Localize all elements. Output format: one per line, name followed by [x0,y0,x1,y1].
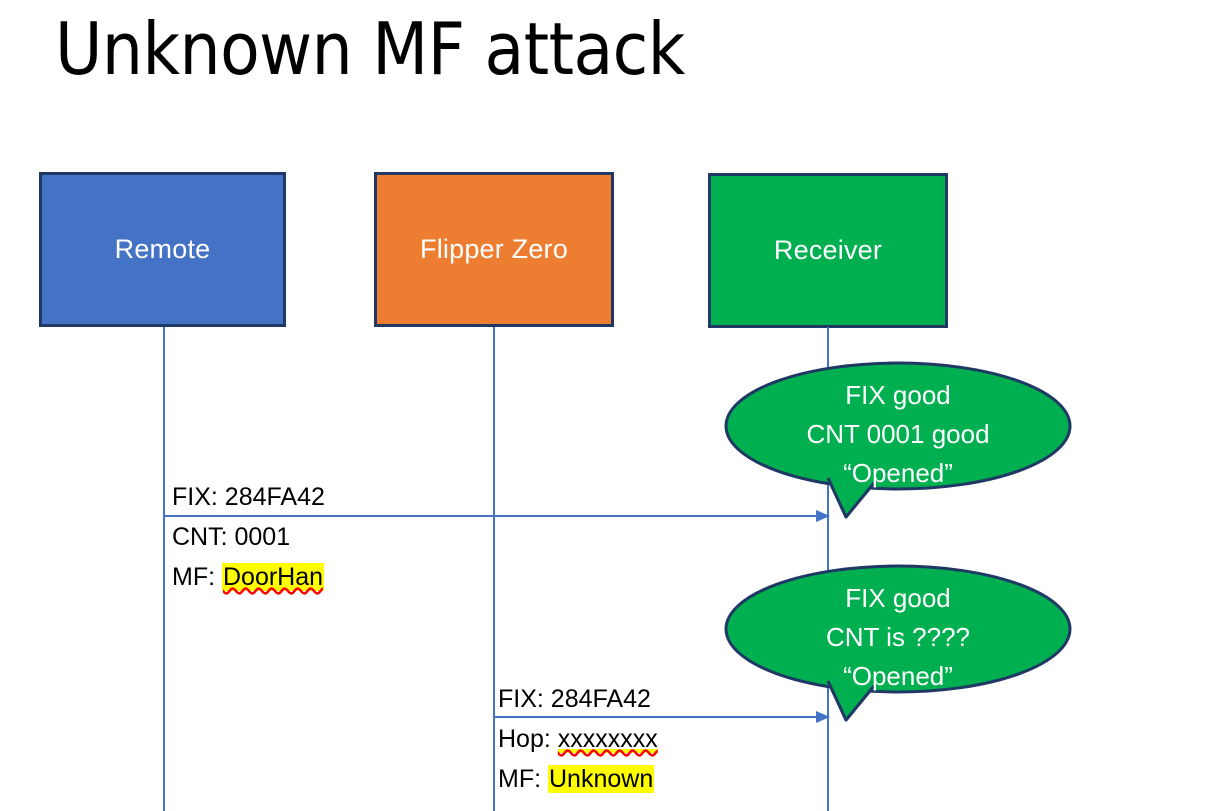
speech-bubble-receiver-2: FIX good CNT is ???? “Opened” [724,564,1072,722]
message-line-fix: FIX: 284FA42 [172,477,325,517]
message-line-mf2-prefix: MF: [498,765,548,793]
lifeline-flipper [493,327,495,811]
message-line-hop-value: xxxxxxxx [557,725,658,753]
speech-bubble-receiver-1: FIX good CNT 0001 good “Opened” [724,361,1072,519]
actor-box-receiver[interactable]: Receiver [708,173,948,328]
message-line-cnt-prefix: CNT: [172,523,235,551]
lifeline-remote [163,327,165,811]
message-label-flipper: FIX: 284FA42 Hop: xxxxxxxx MF: Unknown [498,679,658,799]
message-line-mf2-value: Unknown [548,765,655,793]
message-arrow-remote-to-receiver [164,510,830,522]
message-line-mf-prefix: MF: [172,563,222,591]
speech-bubble-shape-2 [724,564,1072,722]
message-line-mf-value: DoorHan [222,563,325,591]
message-line-hop: Hop: xxxxxxxx [498,719,658,759]
message-line-cnt-value: 0001 [234,523,291,551]
actor-label-remote: Remote [114,234,211,264]
message-line-mf2: MF: Unknown [498,759,658,799]
message-line-fix2-prefix: FIX: [498,685,551,713]
message-label-remote: FIX: 284FA42 CNT: 0001 MF: DoorHan [172,477,325,597]
message-line-fix2-value: 284FA42 [550,685,651,713]
message-line-fix-value: 284FA42 [224,483,325,511]
actor-label-flipper: Flipper Zero [420,234,568,264]
actor-box-remote[interactable]: Remote [39,172,286,327]
lifeline-receiver [827,327,829,811]
message-line-mf: MF: DoorHan [172,557,325,597]
message-line-fix2: FIX: 284FA42 [498,679,658,719]
speech-bubble-shape-1 [724,361,1072,519]
message-line-cnt: CNT: 0001 [172,517,325,557]
page-title: Unknown MF attack [55,7,685,91]
actor-box-flipper[interactable]: Flipper Zero [374,172,614,327]
message-arrow-flipper-to-receiver [494,711,830,723]
message-line-fix-prefix: FIX: [172,483,225,511]
message-line-hop-prefix: Hop: [498,725,558,753]
actor-label-receiver: Receiver [773,235,883,265]
